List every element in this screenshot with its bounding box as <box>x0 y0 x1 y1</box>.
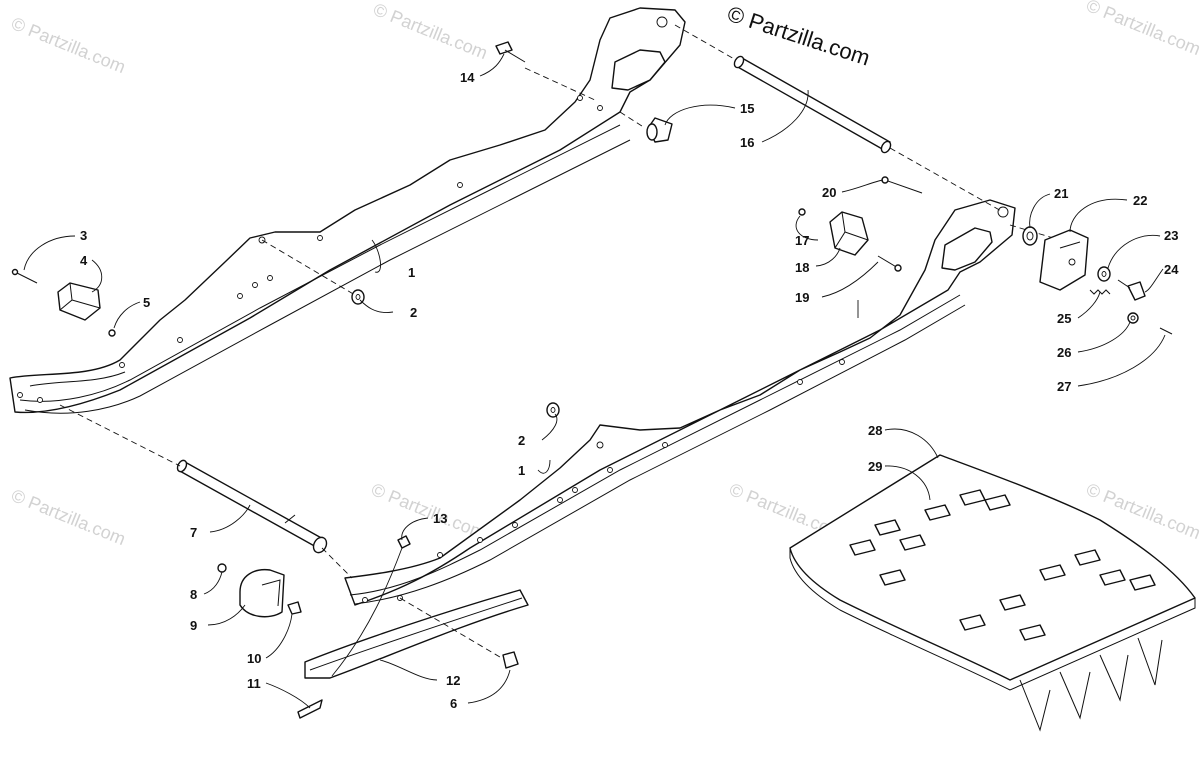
callout-29: 29 <box>868 459 882 474</box>
callout-3: 3 <box>80 228 87 243</box>
callout-17: 17 <box>795 233 809 248</box>
hardware <box>11 41 1173 719</box>
slide-rail-left <box>9 7 686 414</box>
callout-12: 12 <box>446 673 460 688</box>
assembly-line <box>524 67 596 101</box>
callout-4: 4 <box>80 253 88 268</box>
callout-24: 24 <box>1164 262 1179 277</box>
assembly-line <box>399 597 506 661</box>
callout-10: 10 <box>247 651 261 666</box>
assembly-line <box>674 24 737 61</box>
front-shaft <box>176 459 328 554</box>
callout-15: 15 <box>740 101 754 116</box>
wear-strip <box>304 589 529 679</box>
callout-18: 18 <box>795 260 809 275</box>
watermark-text: © Partzilla.com <box>371 0 491 63</box>
watermark-text: © Partzilla.com <box>9 13 129 77</box>
assembly-line <box>59 404 181 467</box>
track <box>789 454 1196 732</box>
assembly-line <box>889 147 1004 213</box>
callout-1: 1 <box>408 265 415 280</box>
callout-11: 11 <box>247 676 261 691</box>
callout-27: 27 <box>1057 379 1071 394</box>
assembly-line <box>261 239 356 296</box>
callout-1: 1 <box>518 463 525 478</box>
rear-shaft <box>733 55 892 154</box>
callout-26: 26 <box>1057 345 1071 360</box>
watermark-text: © Partzilla.com <box>9 485 129 549</box>
callout-7: 7 <box>190 525 197 540</box>
callout-20: 20 <box>822 185 836 200</box>
callouts: 14 15 16 1 2 3 4 5 2 1 7 8 9 10 11 12 6 … <box>80 70 1179 711</box>
leader-lines <box>23 53 1166 709</box>
assembly-line <box>619 111 646 129</box>
watermark-text: © Partzilla.com <box>1084 0 1200 59</box>
callout-5: 5 <box>143 295 150 310</box>
callout-13: 13 <box>433 511 447 526</box>
callout-28: 28 <box>868 423 882 438</box>
callout-16: 16 <box>740 135 754 150</box>
callout-21: 21 <box>1054 186 1068 201</box>
callout-22: 22 <box>1133 193 1147 208</box>
callout-9: 9 <box>190 618 197 633</box>
callout-23: 23 <box>1164 228 1178 243</box>
callout-25: 25 <box>1057 311 1071 326</box>
callout-8: 8 <box>190 587 197 602</box>
callout-2: 2 <box>410 305 417 320</box>
callout-6: 6 <box>450 696 457 711</box>
callout-14: 14 <box>460 70 475 85</box>
watermark-text: © Partzilla.com <box>369 479 489 543</box>
assembly-line <box>321 547 353 579</box>
callout-19: 19 <box>795 290 809 305</box>
callout-2: 2 <box>518 433 525 448</box>
